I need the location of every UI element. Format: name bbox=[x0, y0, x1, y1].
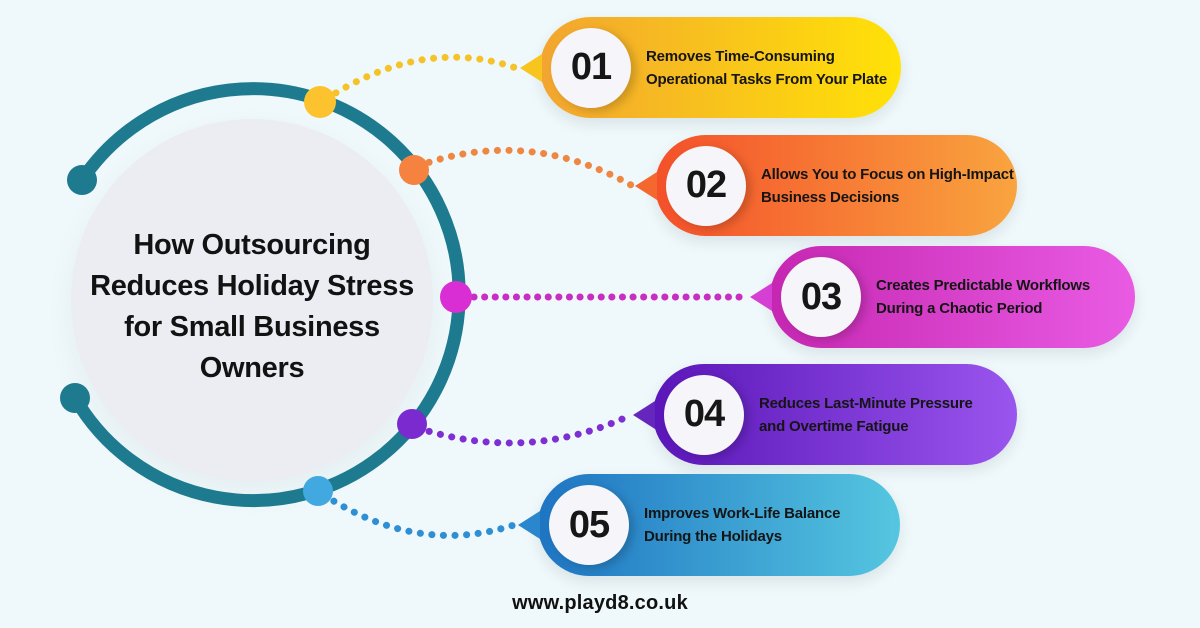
step-pill-2: 02 Allows You to Focus on High-Impact Bu… bbox=[635, 135, 1020, 236]
step-description: Allows You to Focus on High-Impact Busin… bbox=[761, 163, 1020, 209]
step-description-line-1: Allows You to Focus on High-Impact bbox=[761, 165, 1014, 183]
step-description-line-1: Creates Predictable Workflows bbox=[876, 277, 1090, 294]
step-description: Reduces Last-Minute Pressure and Overtim… bbox=[759, 392, 979, 438]
step-description: Removes Time-Consuming Operational Tasks… bbox=[646, 45, 893, 91]
step-description-line-2: Operational Tasks From Your Plate bbox=[646, 70, 887, 88]
pill-left-arrow-tip bbox=[518, 511, 540, 539]
title-line-4: Owners bbox=[199, 352, 305, 384]
connector-dotted-line-2 bbox=[414, 146, 635, 189]
node-dot-4 bbox=[397, 409, 427, 439]
step-description-line-1: Removes Time-Consuming bbox=[646, 47, 835, 65]
title-line-2: Reduces Holiday Stress bbox=[90, 270, 414, 302]
pill-left-arrow-tip bbox=[750, 283, 772, 311]
step-number-badge: 03 bbox=[781, 257, 861, 337]
step-number: 05 bbox=[568, 503, 610, 546]
step-description-line-2: During a Chaotic Period bbox=[876, 300, 1043, 317]
title-line-3: for Small Business bbox=[124, 311, 380, 343]
ring-endpoint-dot-top bbox=[67, 165, 97, 195]
node-dot-1 bbox=[304, 86, 336, 118]
step-description-line-2: During the Holidays bbox=[644, 528, 782, 545]
website-url: www.playd8.co.uk bbox=[512, 592, 688, 614]
pill-left-arrow-tip bbox=[635, 171, 657, 200]
step-description-line-1: Reduces Last-Minute Pressure bbox=[759, 394, 973, 412]
connector-dotted-line-1 bbox=[322, 53, 520, 103]
infographic-title: How Outsourcing Reduces Holiday Stress f… bbox=[55, 119, 449, 481]
ring-endpoint-dot-bottom bbox=[60, 383, 90, 413]
connector-dotted-line-5 bbox=[320, 491, 518, 539]
step-number-badge: 01 bbox=[551, 27, 631, 108]
node-dot-5 bbox=[303, 476, 333, 506]
connector-dotted-line-4 bbox=[414, 412, 633, 447]
step-pill-1: 01 Removes Time-Consuming Operational Ta… bbox=[520, 17, 901, 118]
step-pill-4: 04 Reduces Last-Minute Pressure and Over… bbox=[633, 364, 1017, 465]
node-dot-2 bbox=[399, 155, 429, 185]
step-pill-5: 05 Improves Work-Life Balance During the… bbox=[518, 474, 900, 576]
step-number-badge: 05 bbox=[549, 485, 629, 565]
node-dot-3 bbox=[440, 281, 472, 313]
step-number-badge: 02 bbox=[666, 145, 746, 226]
step-number: 01 bbox=[570, 46, 612, 88]
pill-left-arrow-tip bbox=[633, 400, 655, 429]
step-description-line-1: Improves Work-Life Balance bbox=[644, 505, 841, 522]
center-circle bbox=[71, 119, 433, 481]
pill-left-arrow-tip bbox=[520, 53, 542, 82]
step-number: 03 bbox=[800, 275, 842, 318]
step-description-line-2: Business Decisions bbox=[761, 188, 900, 206]
step-description: Improves Work-Life Balance During the Ho… bbox=[644, 502, 846, 548]
step-description: Creates Predictable Workflows During a C… bbox=[876, 274, 1096, 320]
title-line-1: How Outsourcing bbox=[133, 229, 371, 261]
step-number: 04 bbox=[683, 393, 725, 435]
step-number-badge: 04 bbox=[664, 374, 744, 455]
step-pill-3: 03 Creates Predictable Workflows During … bbox=[750, 246, 1135, 348]
step-number: 02 bbox=[685, 164, 727, 206]
step-description-line-2: and Overtime Fatigue bbox=[759, 417, 909, 435]
